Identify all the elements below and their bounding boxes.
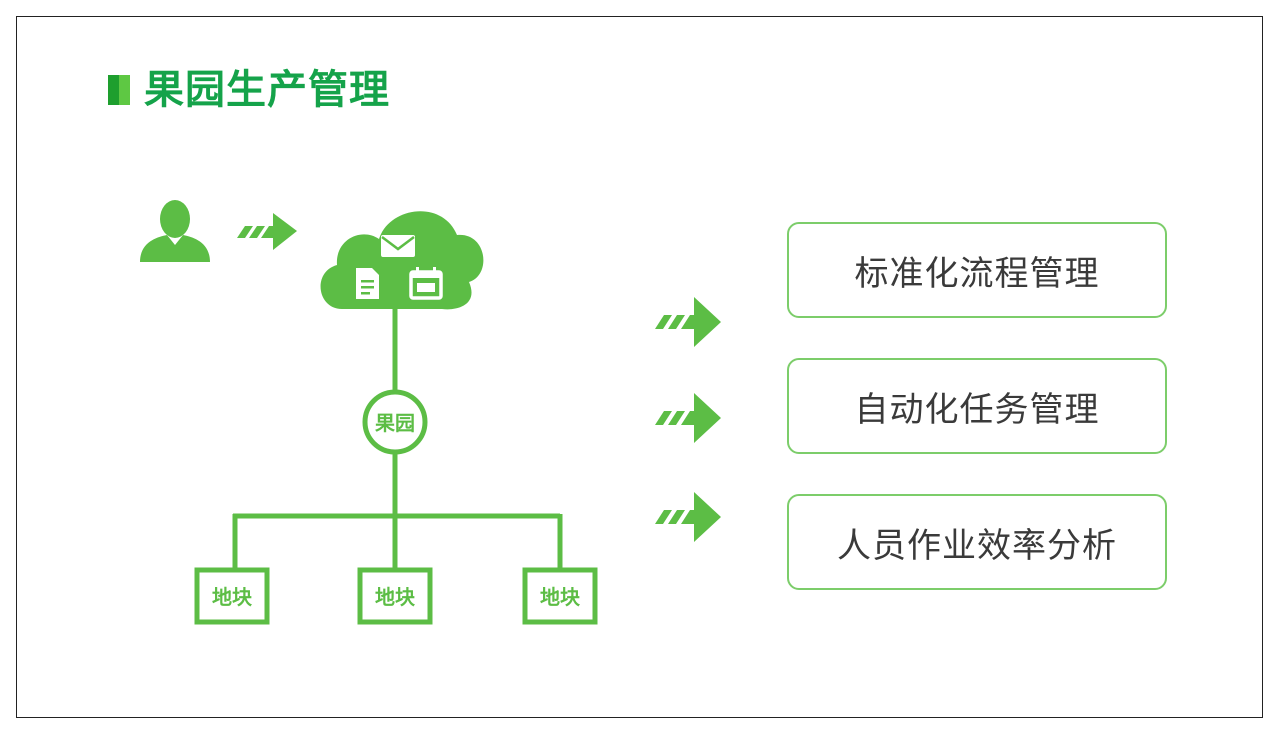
- plot-label: 地块: [212, 585, 253, 609]
- plot-box-2: 地块: [357, 567, 433, 625]
- connector-lines: [232, 307, 563, 570]
- arrow-right-icon: [237, 213, 297, 250]
- slide-canvas: 果园生产管理: [16, 16, 1263, 718]
- feature-label: 自动化任务管理: [854, 389, 1100, 430]
- plot-box-1: 地块: [194, 567, 270, 625]
- plot-label: 地块: [375, 585, 416, 609]
- envelope-icon: [381, 235, 415, 257]
- title-marker-icon: [108, 75, 130, 105]
- feature-label: 人员作业效率分析: [837, 525, 1117, 566]
- document-icon: [356, 268, 379, 299]
- arrow-right-icon: [655, 393, 721, 443]
- arrow-right-icon: [655, 297, 721, 347]
- feature-box-standard-process: 标准化流程管理: [787, 222, 1167, 318]
- feature-box-efficiency-analysis: 人员作业效率分析: [787, 494, 1167, 590]
- feature-label: 标准化流程管理: [854, 253, 1100, 294]
- arrow-right-icon: [655, 492, 721, 542]
- title-bar: 果园生产管理: [108, 70, 390, 110]
- orchard-hub: 果园: [362, 389, 428, 455]
- plot-box-3: 地块: [522, 567, 598, 625]
- cloud-icon: [320, 211, 484, 310]
- feature-box-auto-task: 自动化任务管理: [787, 358, 1167, 454]
- calendar-icon: [409, 267, 443, 300]
- plot-label: 地块: [540, 585, 581, 609]
- user-icon: [140, 200, 210, 262]
- orchard-diagram: 果园 地块 地块 地块: [140, 200, 721, 625]
- page-title: 果园生产管理: [144, 67, 390, 113]
- orchard-hub-label: 果园: [375, 411, 415, 435]
